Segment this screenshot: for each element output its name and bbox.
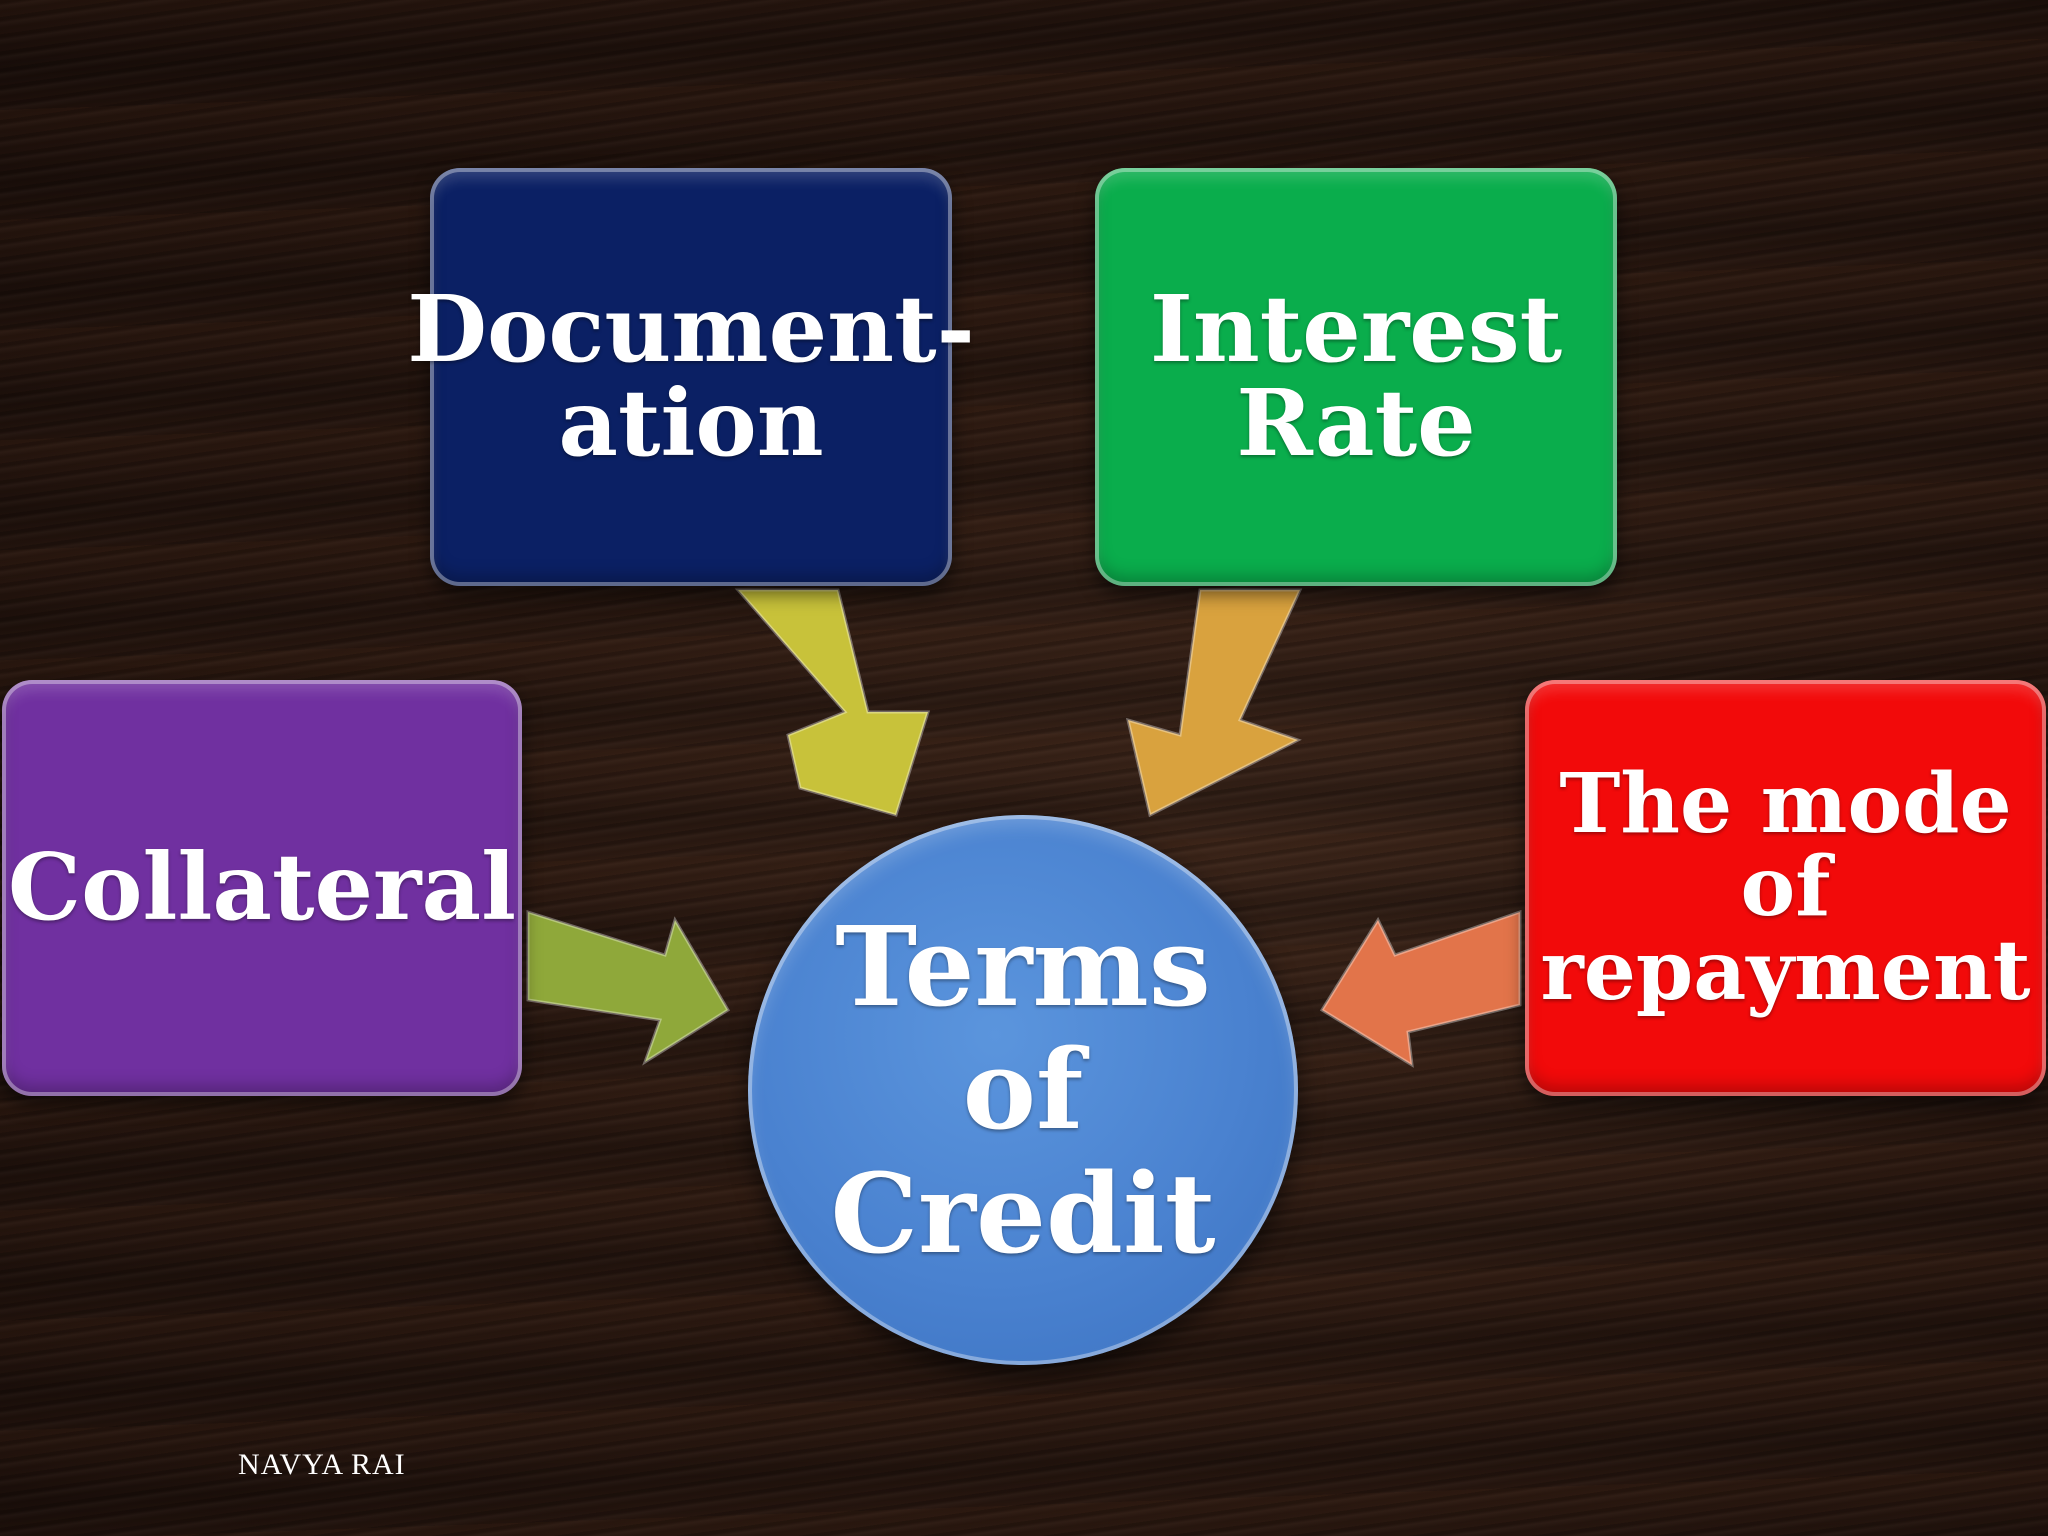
center-terms-of-credit: Terms of Credit [748,815,1298,1365]
arrow-collateral-to-center [526,909,731,1066]
node-mode-of-repayment: The mode of repayment [1525,680,2046,1096]
arrow-documentation-to-center [734,588,931,817]
author-label: NAVYA RAI [238,1448,406,1481]
node-collateral: Collateral [2,680,522,1096]
arrow-repayment-to-center [1319,909,1522,1068]
node-interest-rate: Interest Rate [1095,168,1617,586]
node-documentation: Document- ation [407,168,975,586]
arrow-interest-to-center [1125,588,1303,818]
